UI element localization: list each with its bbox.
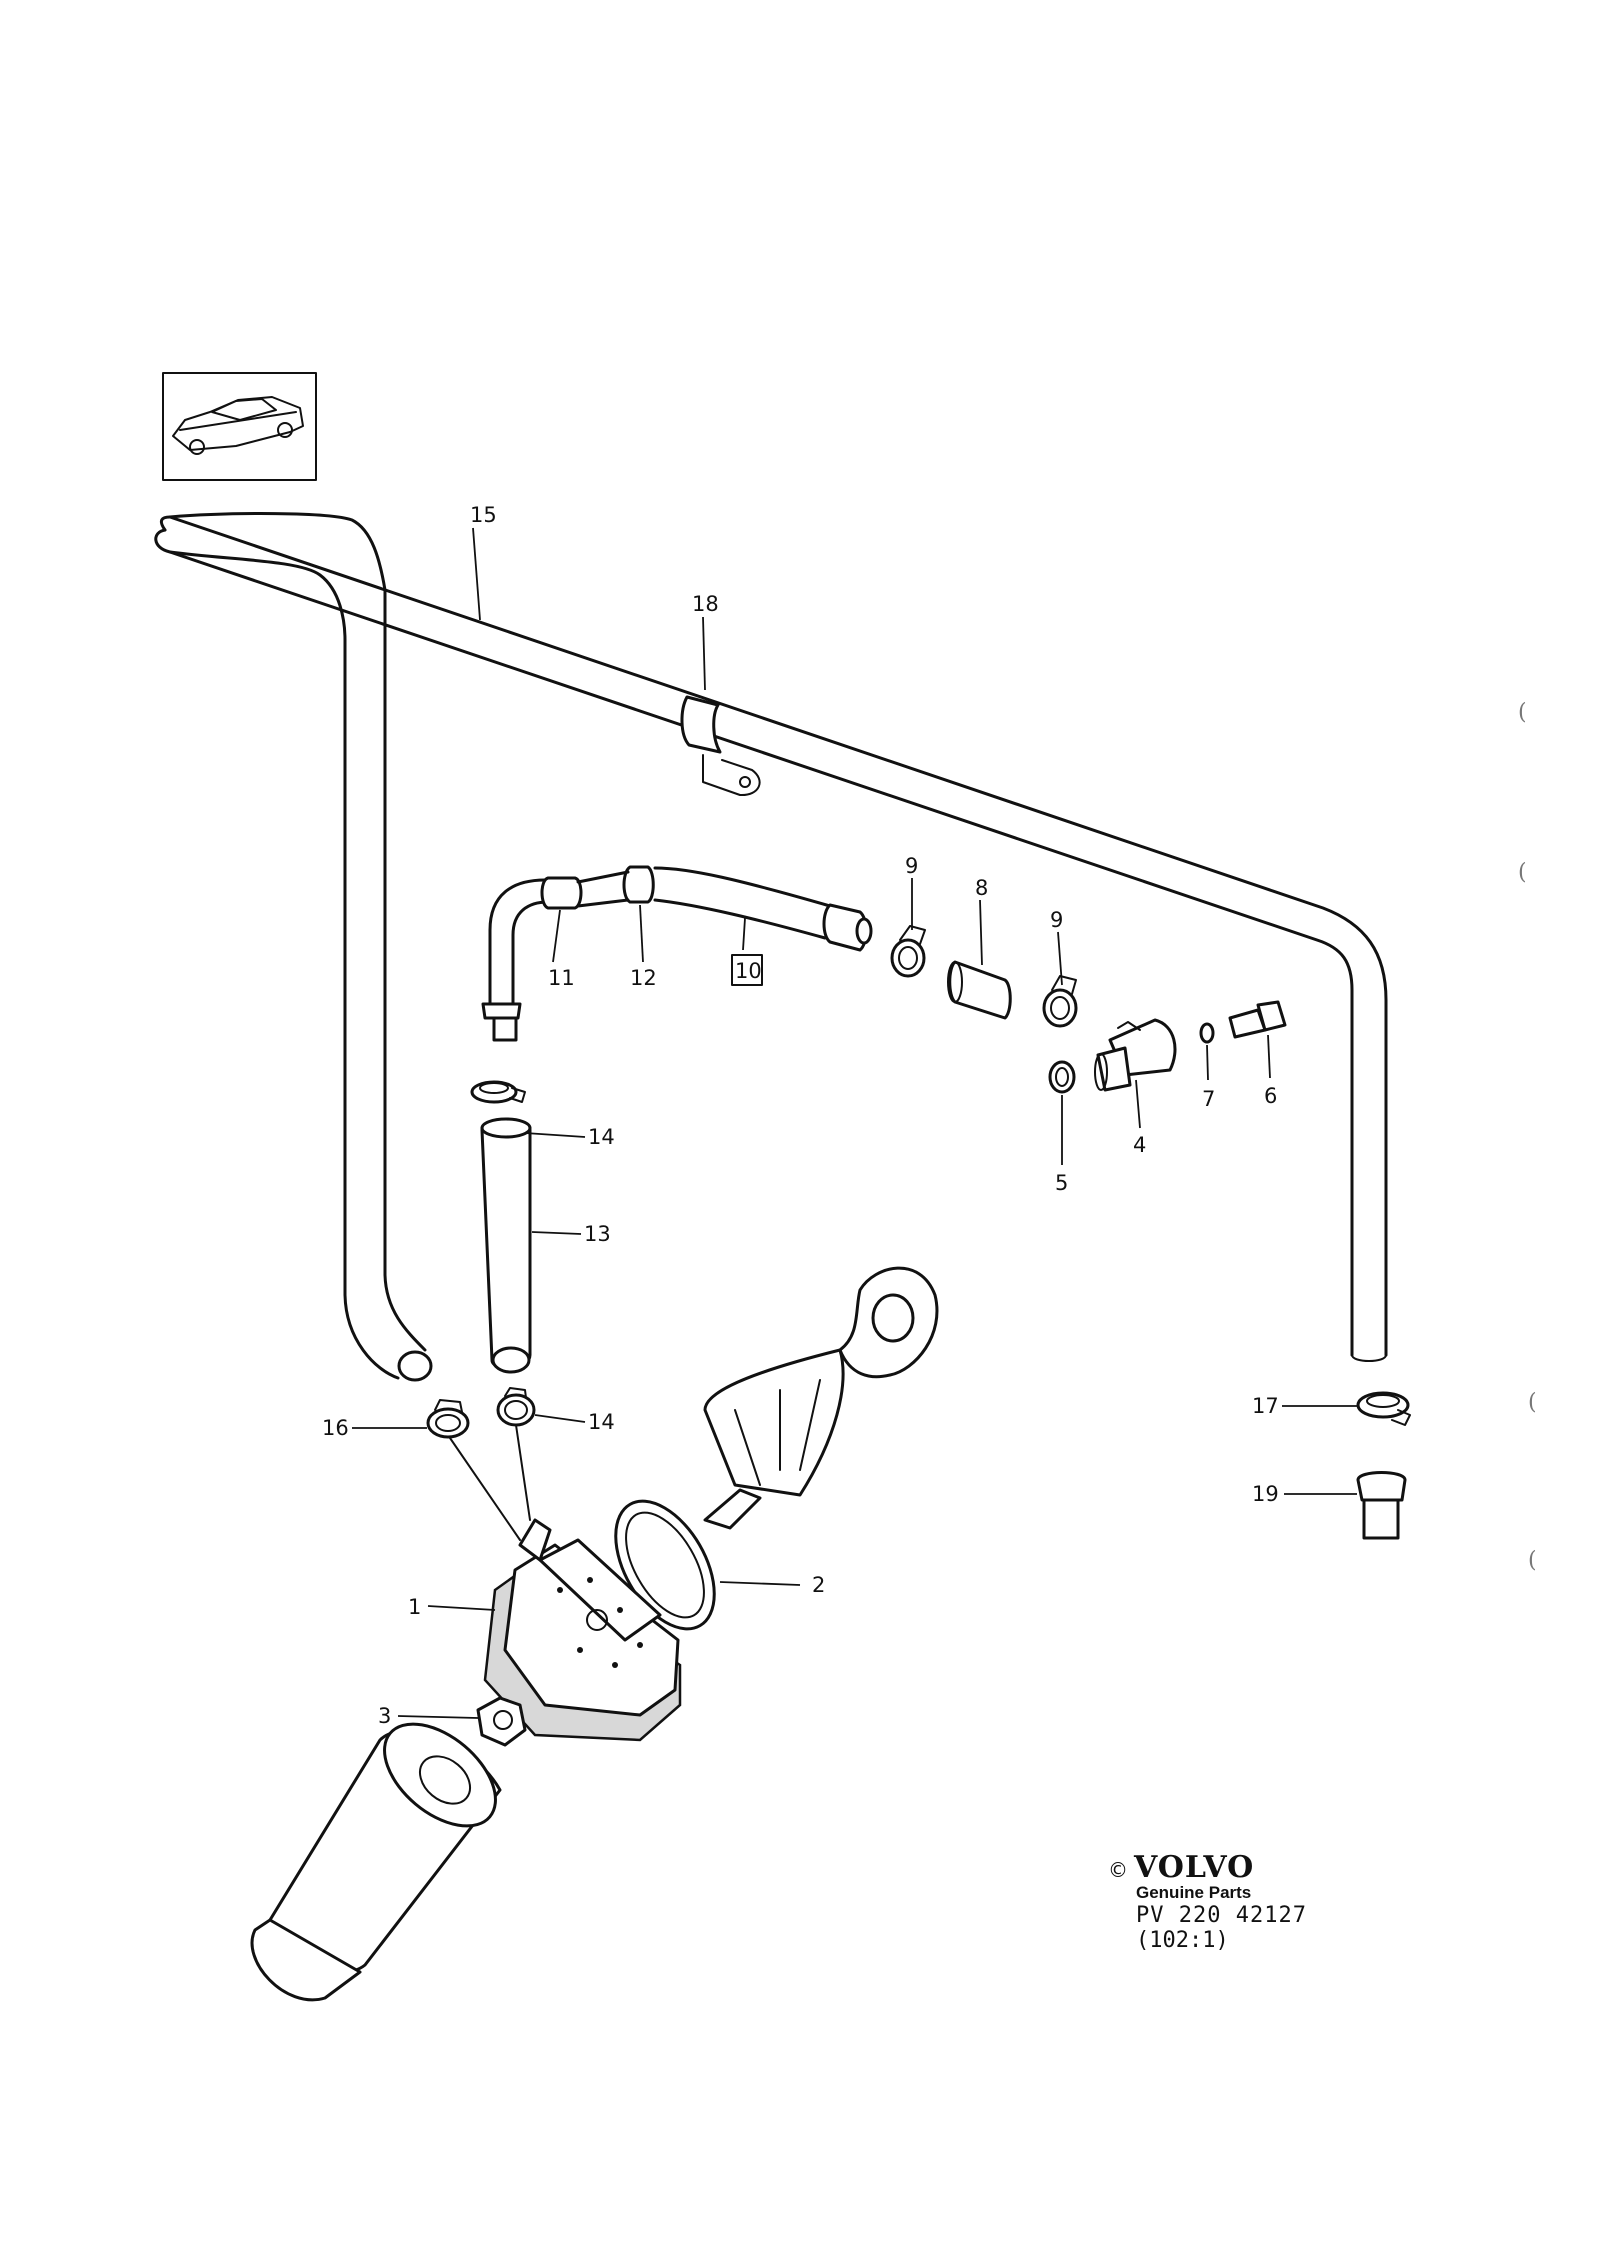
callout-18: 18: [692, 592, 719, 616]
brand-row: © VOLVO: [1108, 1850, 1408, 1885]
leader-lines: [352, 527, 1357, 1719]
callout-15: 15: [470, 503, 497, 527]
part-6-bolt: [1228, 1000, 1287, 1039]
callout-14a: 14: [588, 1125, 615, 1149]
callout-1: 1: [408, 1595, 421, 1619]
part-7-washer: [1199, 1022, 1215, 1044]
callout-4: 4: [1133, 1133, 1146, 1157]
callout-9a: 9: [905, 854, 918, 878]
vehicle-thumbnail: [162, 372, 317, 481]
callout-16: 16: [322, 1416, 349, 1440]
part-3-nut: [476, 1696, 527, 1747]
connection-line-left: [449, 1437, 521, 1541]
brand-tagline: Genuine Parts: [1136, 1883, 1252, 1902]
part-14-clamp-lower: [496, 1387, 536, 1427]
volvo-logo: VOLVO: [1134, 1850, 1255, 1885]
callout-6: 6: [1264, 1084, 1277, 1108]
part-15-breather-hose: [154, 512, 1388, 1382]
part-9-clamp-right: [1042, 975, 1078, 1028]
edge-mark-1: (: [1518, 700, 1527, 725]
callout-11: 11: [548, 966, 575, 990]
part-9-clamp-left: [890, 925, 926, 978]
diagram-scale: (102:1): [1136, 1928, 1229, 1953]
oil-pickup-funnel: [703, 1266, 939, 1530]
callout-10: 10: [735, 959, 762, 983]
connection-line-right: [515, 1424, 531, 1521]
diagram-code: PV 220 42127: [1136, 1903, 1307, 1928]
part-5-o-ring: [1048, 1060, 1076, 1094]
copyright-symbol: ©: [1108, 1858, 1128, 1882]
callout-14b: 14: [588, 1410, 615, 1434]
callout-3: 3: [378, 1704, 391, 1728]
callout-2: 2: [812, 1573, 825, 1597]
part-18-hose-clip: [680, 695, 761, 797]
part-17-clamp: [1356, 1391, 1411, 1426]
callout-17: 17: [1252, 1394, 1279, 1418]
callouts: 1 2 3 4 5 6 7 8 9 9 10 11 12 13 14 14 15…: [322, 503, 1279, 1728]
part-19-nipple: [1356, 1471, 1407, 1540]
part-4-nipple: [1094, 1018, 1177, 1092]
edge-mark-4: (: [1528, 1548, 1537, 1573]
callout-10-box: [731, 954, 763, 986]
sedan-car-icon: [172, 396, 304, 455]
callout-7: 7: [1202, 1087, 1215, 1111]
brand-block: © VOLVO Genuine Parts PV 220 42127 (102:…: [1108, 1850, 1408, 1953]
part-16-clamp: [426, 1399, 470, 1439]
part-14-clamp-upper: [470, 1080, 526, 1104]
callout-5: 5: [1055, 1171, 1068, 1195]
edge-mark-3: (: [1528, 1390, 1537, 1415]
callout-13: 13: [584, 1222, 611, 1246]
part-1-oil-cooler: [483, 1518, 682, 1742]
edge-mark-2: (: [1518, 860, 1527, 885]
callout-19: 19: [1252, 1482, 1279, 1506]
callout-8: 8: [975, 876, 988, 900]
part-10-hose-assembly: [481, 865, 873, 1042]
callout-12: 12: [630, 966, 657, 990]
callout-9b: 9: [1050, 908, 1063, 932]
part-13-hose: [480, 1117, 532, 1374]
part-8-short-hose: [947, 960, 1012, 1020]
oil-filter: [250, 1722, 502, 2002]
